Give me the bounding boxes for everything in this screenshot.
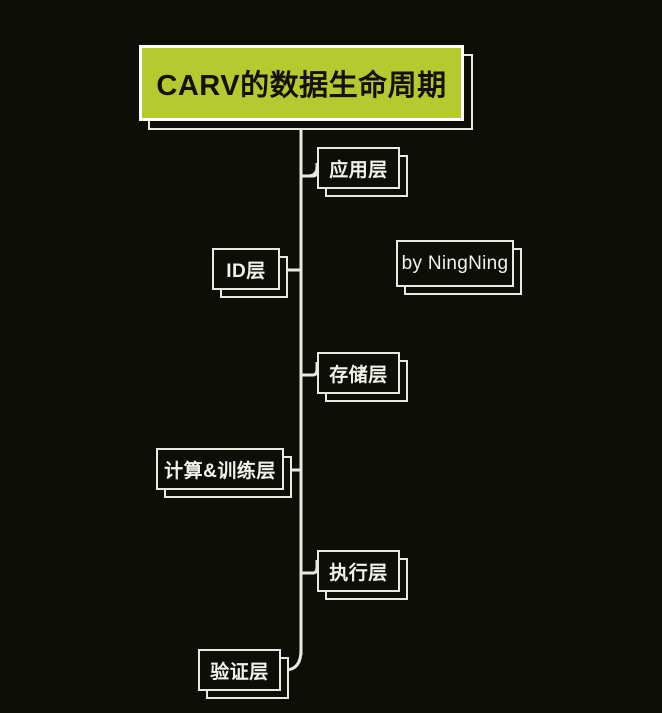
node-compute-training-layer[interactable]: 计算&训练层 — [156, 448, 292, 498]
credit-node: by NingNing — [396, 240, 522, 295]
node-main-box: 验证层 — [198, 649, 281, 691]
node-storage-layer[interactable]: 存储层 — [317, 352, 408, 402]
node-main-box: 应用层 — [317, 147, 400, 189]
page-title: CARV的数据生命周期 — [156, 70, 447, 102]
node-label: 验证层 — [210, 661, 269, 683]
node-label: 执行层 — [329, 562, 388, 584]
branch-application — [301, 166, 319, 178]
node-label: ID层 — [226, 260, 266, 282]
node-main-box: 计算&训练层 — [156, 448, 284, 490]
node-main-box: 执行层 — [317, 550, 400, 592]
node-main-box: ID层 — [212, 248, 280, 290]
credit-label: by NingNing — [401, 252, 509, 274]
node-label: 计算&训练层 — [164, 460, 276, 482]
branch-execution — [301, 560, 319, 575]
node-label: 存储层 — [329, 364, 388, 386]
node-execution-layer[interactable]: 执行层 — [317, 550, 408, 600]
branch-storage — [301, 362, 319, 377]
node-application-layer[interactable]: 应用层 — [317, 147, 408, 197]
credit-main-box: by NingNing — [396, 240, 514, 287]
diagram-title-node: CARV的数据生命周期 — [139, 45, 473, 130]
node-label: 应用层 — [329, 159, 388, 181]
title-main-box: CARV的数据生命周期 — [139, 45, 464, 121]
node-id-layer[interactable]: ID层 — [212, 248, 288, 298]
node-verification-layer[interactable]: 验证层 — [198, 649, 289, 699]
node-main-box: 存储层 — [317, 352, 400, 394]
